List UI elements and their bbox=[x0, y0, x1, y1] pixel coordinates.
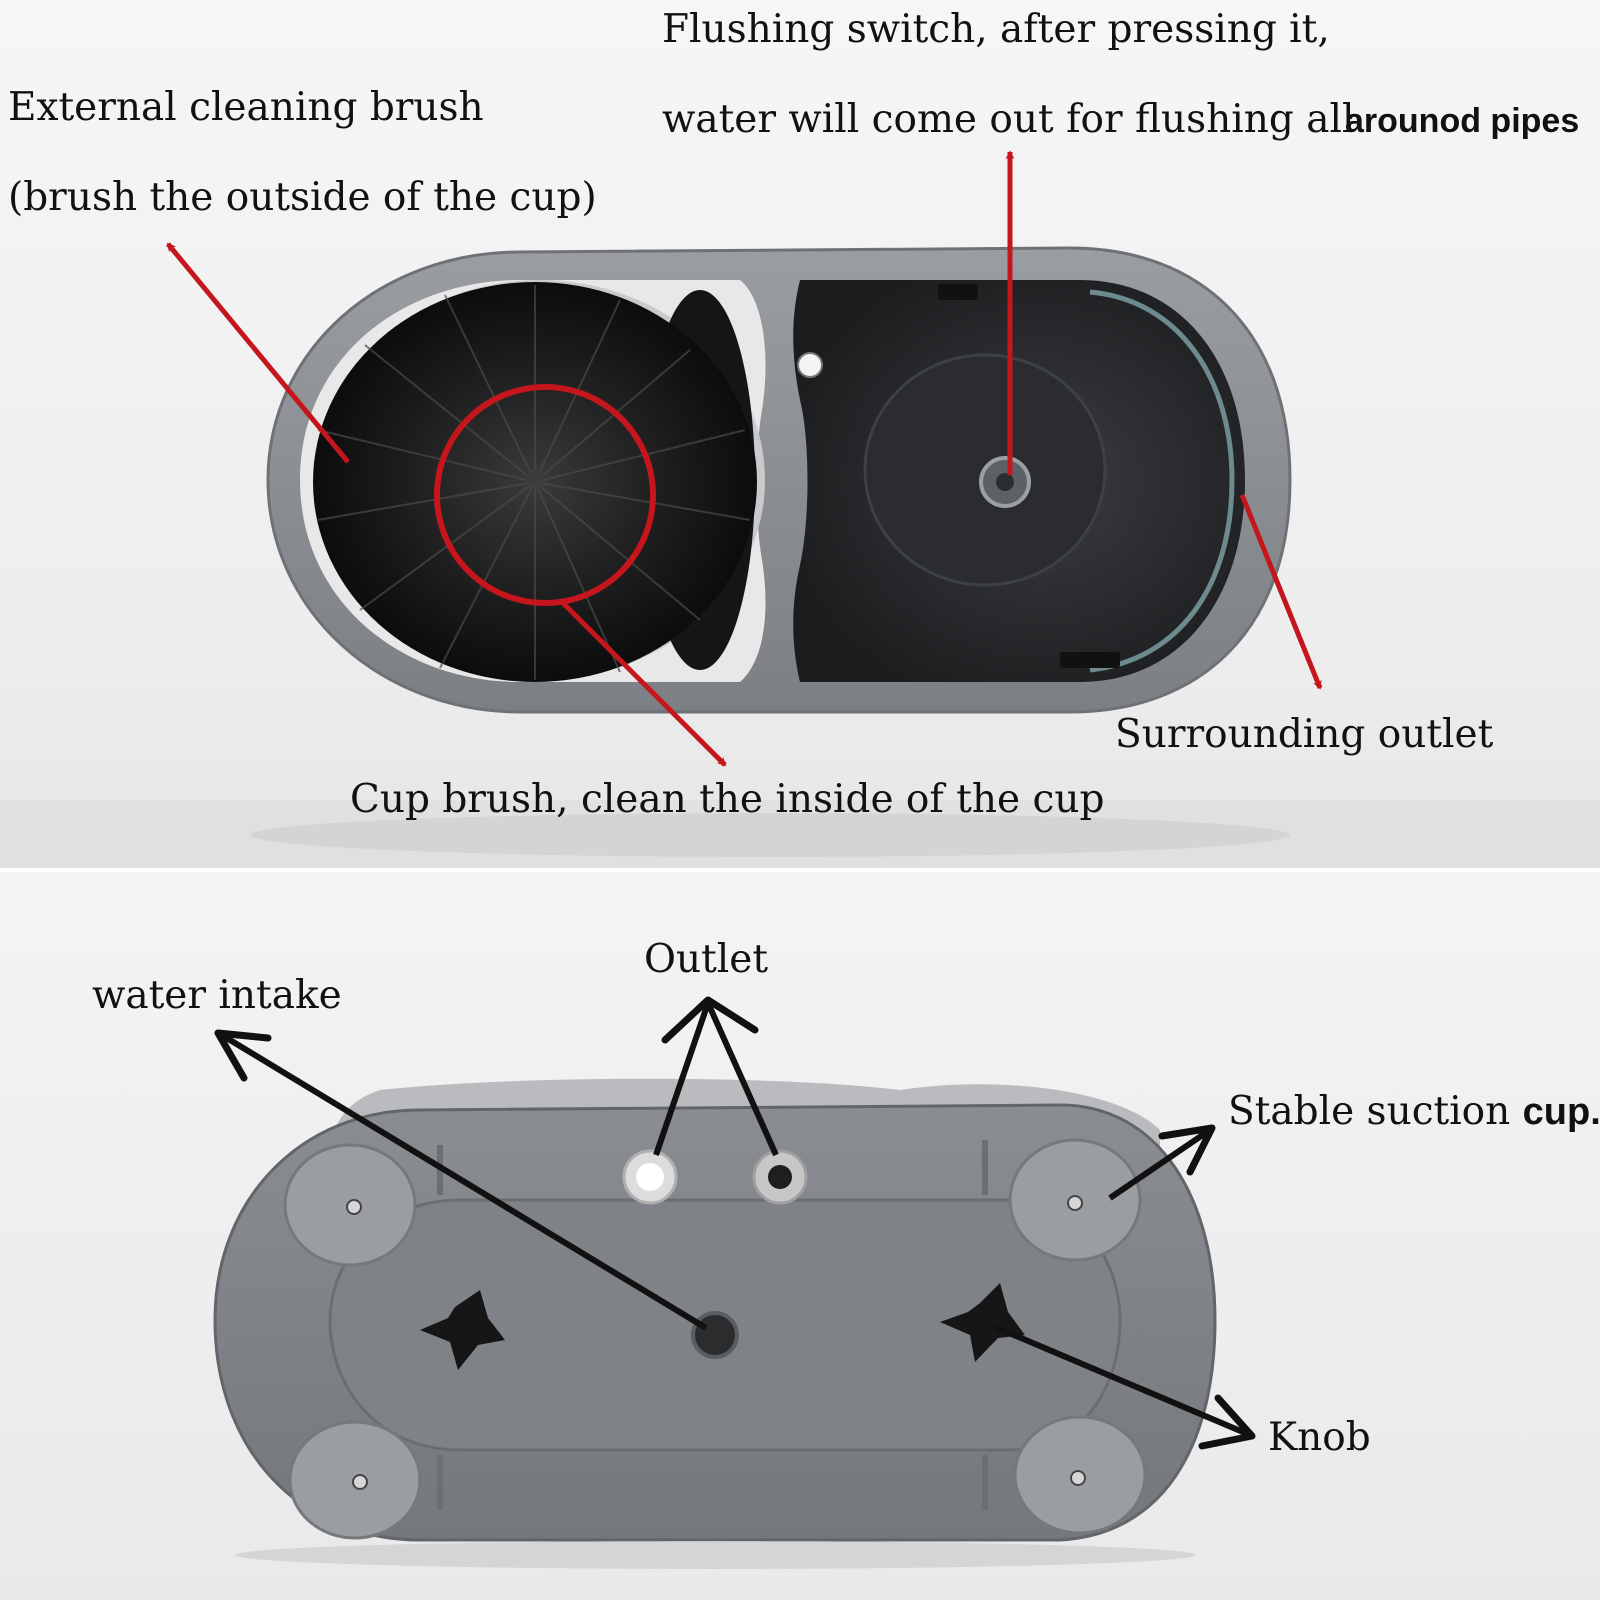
arrow-water-intake bbox=[223, 1034, 708, 1331]
label-flushing-line2a: water will come out for flushing all bbox=[662, 97, 1355, 142]
top-device bbox=[266, 246, 1292, 714]
knob-right bbox=[940, 1283, 1025, 1362]
label-external-brush-line2: (brush the outside of the cup) bbox=[8, 175, 597, 220]
label-stable-suction: Stable suction cup. bbox=[1228, 1092, 1600, 1131]
label-water-intake: water intake bbox=[92, 973, 342, 1018]
water-intake-hole bbox=[691, 1311, 739, 1359]
top-device-reflection bbox=[250, 813, 1290, 857]
label-flushing-line1: Flushing switch, after pressing it, bbox=[662, 7, 1330, 52]
cup-rim bbox=[1089, 289, 1235, 673]
arrow-outlet-left bbox=[653, 1002, 711, 1156]
knob-left bbox=[420, 1290, 505, 1370]
label-stable-suction-a: Stable suction bbox=[1228, 1089, 1523, 1134]
label-knob: Knob bbox=[1268, 1415, 1371, 1460]
arrow-suction-cup bbox=[1108, 1127, 1212, 1201]
label-stable-suction-b: cup. bbox=[1522, 1091, 1600, 1133]
top-annotations bbox=[166, 150, 1323, 767]
label-outlet: Outlet bbox=[644, 937, 768, 982]
pipe-clip-top bbox=[938, 284, 978, 300]
arrow-knob bbox=[993, 1324, 1252, 1438]
label-flushing-line2b: arounod pipes bbox=[1345, 102, 1580, 140]
arrow-outlet-right bbox=[705, 1001, 779, 1157]
bottom-device bbox=[213, 1078, 1217, 1569]
label-surrounding-outlet: Surrounding outlet bbox=[1115, 712, 1494, 757]
switch-core bbox=[996, 473, 1014, 491]
arrow-surrounding-outlet bbox=[1239, 494, 1323, 690]
cup-brush-highlight-circle bbox=[434, 384, 656, 606]
vent-hole bbox=[797, 352, 823, 378]
brush-center-hub bbox=[526, 469, 544, 487]
arrow-cup-brush bbox=[558, 598, 727, 767]
pipe-clip-bottom bbox=[1060, 652, 1120, 668]
suction-cups bbox=[283, 1138, 1147, 1540]
bottom-annotations bbox=[214, 996, 1256, 1450]
arrow-external-brush bbox=[166, 242, 350, 464]
bristle-rays bbox=[317, 285, 751, 680]
base-shadow bbox=[235, 1541, 1195, 1569]
label-external-brush-line1: External cleaning brush bbox=[8, 85, 484, 130]
label-cup-brush: Cup brush, clean the inside of the cup bbox=[350, 777, 1105, 822]
